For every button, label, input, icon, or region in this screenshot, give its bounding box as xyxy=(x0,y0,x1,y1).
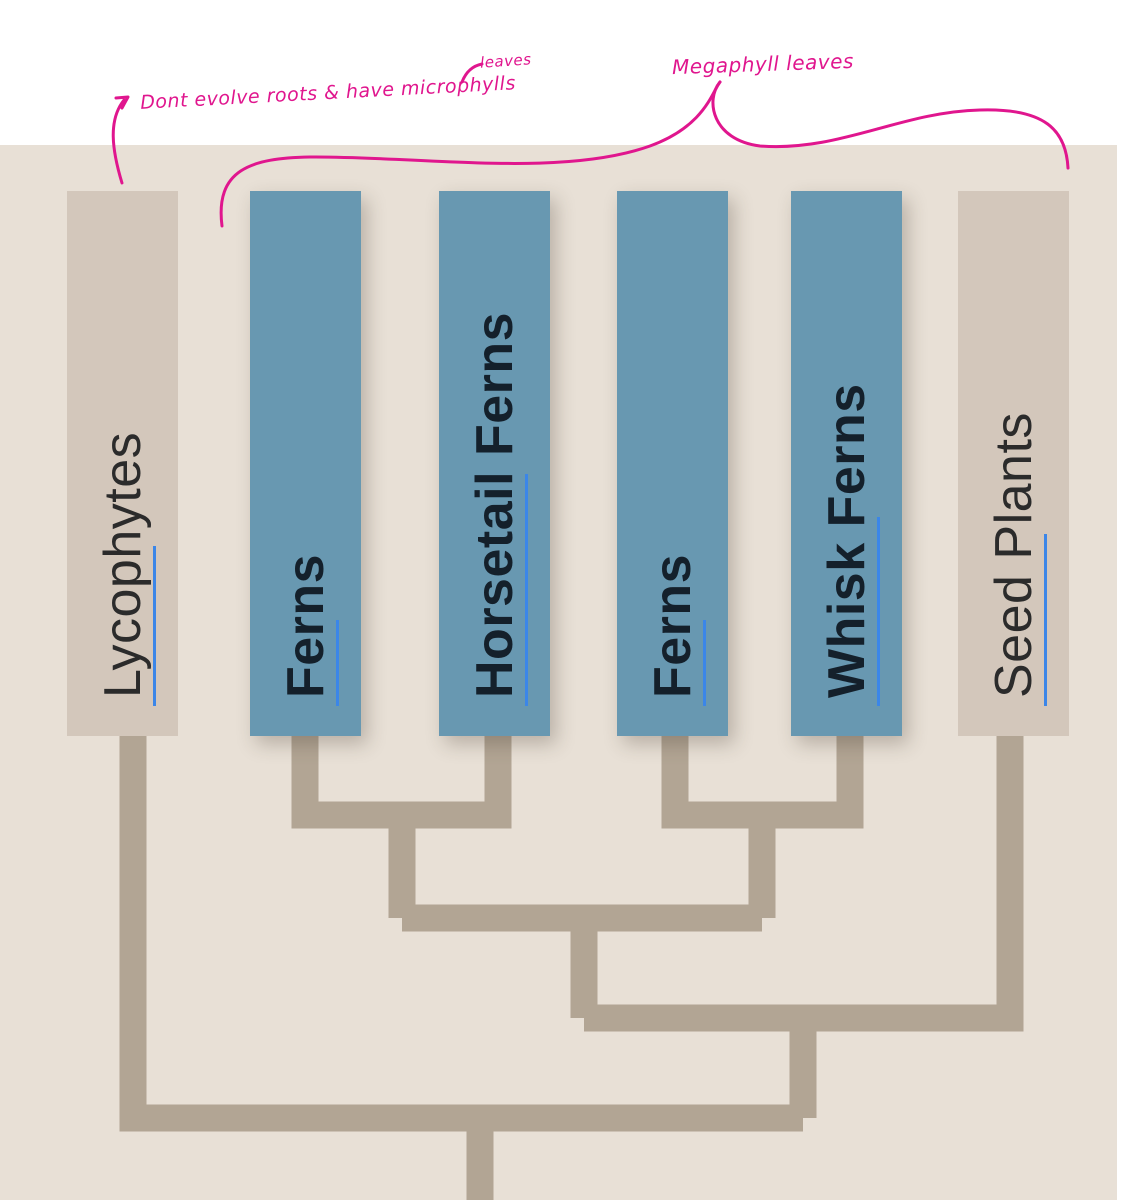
tree-branches xyxy=(119,736,1024,1200)
label-accent-line xyxy=(152,546,156,706)
annotation-brace-right xyxy=(711,80,1070,170)
taxon-box-whisk-ferns: Whisk Ferns xyxy=(791,191,902,736)
label-accent-line xyxy=(335,619,339,706)
taxon-label: Whisk Ferns xyxy=(817,383,876,698)
tree-branch xyxy=(119,736,803,1132)
label-accent-line xyxy=(702,619,706,706)
taxon-box-ferns-2: Ferns xyxy=(617,191,728,736)
tree-branch xyxy=(584,736,1024,1032)
annotation-caret xyxy=(460,62,484,84)
annotation-arrowhead xyxy=(114,95,130,110)
taxon-label: Seed Plants xyxy=(984,412,1043,698)
handwritten-annotations xyxy=(111,62,1070,228)
annotation-brace-left xyxy=(219,80,722,228)
annotation-leaves: leaves xyxy=(479,50,533,72)
taxon-label: Ferns xyxy=(643,553,702,698)
annotation-arrow-stroke xyxy=(111,98,126,185)
taxon-box-seed-plants: Seed Plants xyxy=(958,191,1069,736)
label-accent-line xyxy=(1043,534,1047,706)
taxon-box-ferns-1: Ferns xyxy=(250,191,361,736)
taxon-box-lycophytes: Lycophytes xyxy=(67,191,178,736)
label-accent-line xyxy=(524,474,528,706)
taxon-label: Horsetail Ferns xyxy=(465,311,524,698)
taxon-label: Ferns xyxy=(276,553,335,698)
tree-branch xyxy=(661,736,864,829)
label-accent-line xyxy=(876,517,880,706)
taxon-box-horsetail-ferns: Horsetail Ferns xyxy=(439,191,550,736)
tree-branch xyxy=(291,736,512,829)
taxon-label: Lycophytes xyxy=(93,431,152,698)
